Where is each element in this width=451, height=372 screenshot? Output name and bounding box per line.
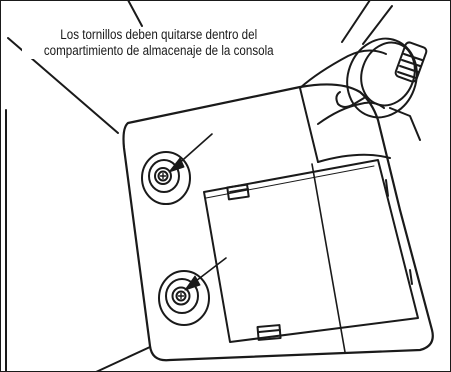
- storage-tray: [203, 159, 419, 343]
- caption-line-2: compartimiento de almacenaje de la conso…: [43, 43, 274, 58]
- upper-screw: [141, 151, 191, 205]
- lid-knob: [299, 37, 428, 141]
- compartment-floor: [122, 83, 434, 362]
- instruction-caption: Los tornillos deben quitarse dentro del …: [22, 27, 296, 59]
- context-lines: [5, 0, 393, 372]
- lower-screw: [158, 270, 210, 326]
- screw-arrows: [168, 133, 227, 291]
- caption-line-1: Los tornillos deben quitarse dentro del: [60, 27, 258, 42]
